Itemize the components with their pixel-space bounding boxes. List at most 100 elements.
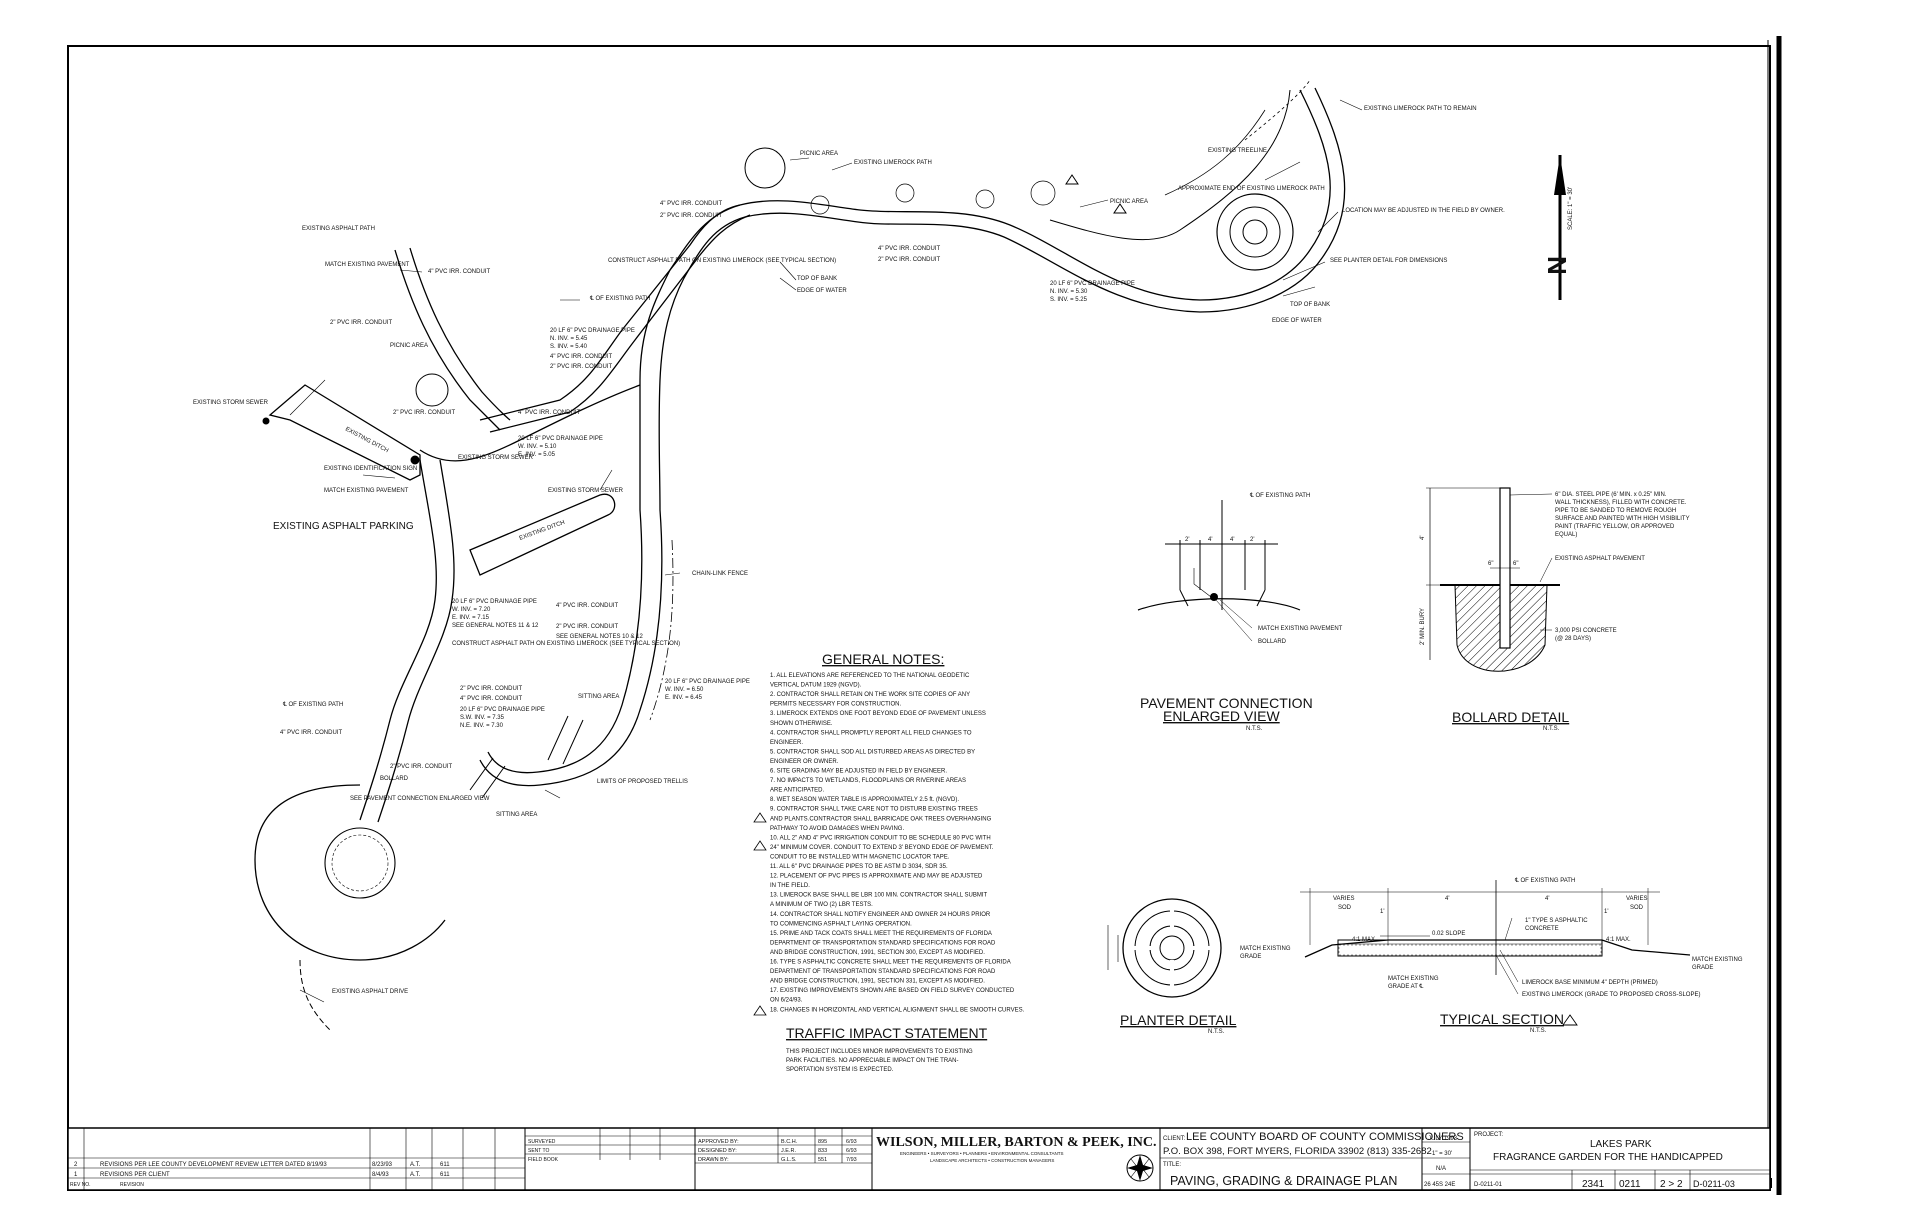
plan-label: 2" PVC IRR. CONDUIT bbox=[390, 764, 452, 770]
typical-dim: 4' bbox=[1445, 896, 1449, 902]
typical-existing-limerock: EXISTING LIMEROCK (GRADE TO PROPOSED CRO… bbox=[1522, 992, 1700, 998]
project-no: 0211 bbox=[1619, 1179, 1641, 1190]
plan-labels: EXISTING LIMEROCK PATH TO REMAIN EXISTIN… bbox=[193, 106, 1505, 995]
general-note-line: 14. CONTRACTOR SHALL NOTIFY ENGINEER AND… bbox=[770, 912, 991, 918]
plan-label: ℄ OF EXISTING PATH bbox=[589, 296, 650, 302]
plan-label: 4" PVC IRR. CONDUIT bbox=[460, 696, 522, 702]
plan-label: EXISTING LIMEROCK PATH TO REMAIN bbox=[1364, 106, 1477, 112]
traffic-impact: TRAFFIC IMPACT STATEMENT THIS PROJECT IN… bbox=[786, 1025, 988, 1073]
typical-title: TYPICAL SECTION bbox=[1440, 1011, 1564, 1027]
typical-asphalt-label: CONCRETE bbox=[1525, 926, 1559, 932]
general-note-line: PERMITS NECESSARY FOR CONSTRUCTION. bbox=[770, 702, 901, 708]
typical-nts: N.T.S. bbox=[1530, 1028, 1547, 1034]
general-note-line: AND BRIDGE CONSTRUCTION, 1991, SECTION 3… bbox=[770, 950, 985, 956]
general-note-line: PATHWAY TO AVOID DAMAGES WHEN PAVING. bbox=[770, 826, 904, 832]
general-note-line: 18. CHANGES IN HORIZONTAL AND VERTICAL A… bbox=[770, 1007, 1025, 1013]
general-note-line: AND BRIDGE CONSTRUCTION, 1991, SECTION 3… bbox=[770, 979, 985, 985]
plan-label: EXISTING STORM SEWER bbox=[458, 455, 534, 461]
traffic-line: SPORTATION SYSTEM IS EXPECTED. bbox=[786, 1067, 894, 1073]
pavement-bollard-label: BOLLARD bbox=[1258, 639, 1287, 645]
bollard-concrete-label: 3,000 PSI CONCRETE bbox=[1555, 628, 1617, 634]
approval-emp: 895 bbox=[818, 1139, 827, 1145]
bollard-title: BOLLARD DETAIL bbox=[1452, 709, 1569, 725]
general-note-line: TO COMMENCING ASPHALT LAYING OPERATION. bbox=[770, 921, 912, 927]
pavement-subtitle: ENLARGED VIEW bbox=[1163, 708, 1280, 724]
pavement-nts: N.T.S. bbox=[1246, 726, 1263, 732]
traffic-line: PARK FACILITIES. NO APPRECIABLE IMPACT O… bbox=[786, 1058, 959, 1064]
sheet-no: 2 > 2 bbox=[1660, 1179, 1683, 1190]
general-note-line: 1. ALL ELEVATIONS ARE REFERENCED TO THE … bbox=[770, 673, 970, 679]
activity-row: SENT TO bbox=[528, 1148, 550, 1154]
plan-label: 20 LF 6" PVC DRAINAGE PIPE bbox=[452, 599, 537, 605]
plan-label: E. INV. = 6.45 bbox=[665, 695, 703, 701]
firm-subtitle: LANDSCAPE ARCHITECTS • CONSTRUCTION MANA… bbox=[930, 1158, 1054, 1163]
project-name: LAKES PARK bbox=[1590, 1139, 1652, 1150]
pavement-connection-detail: ℄ OF EXISTING PATH 2' 4' 4' 2' MATCH EXI… bbox=[1137, 493, 1343, 732]
general-note-line: ARE ANTICIPATED. bbox=[770, 788, 824, 794]
revision-no: 2 bbox=[74, 1162, 78, 1168]
plan-label: LIMITS OF PROPOSED TRELLIS bbox=[597, 779, 688, 785]
traffic-line: THIS PROJECT INCLUDES MINOR IMPROVEMENTS… bbox=[786, 1049, 973, 1055]
typical-limerock-base: LIMEROCK BASE MINIMUM 4" DEPTH (PRIMED) bbox=[1522, 980, 1658, 986]
plan-label: E. INV. = 7.15 bbox=[452, 615, 490, 621]
project-label: PROJECT: bbox=[1474, 1132, 1503, 1138]
north-arrow: N SCALE: 1" = 30' bbox=[1542, 155, 1574, 300]
general-note-line: 4. CONTRACTOR SHALL PROMPTLY REPORT ALL … bbox=[770, 730, 972, 736]
plan-label: 20 LF 6" PVC DRAINAGE PIPE bbox=[665, 679, 750, 685]
traffic-impact-title: TRAFFIC IMPACT STATEMENT bbox=[786, 1025, 988, 1041]
bollard-pipe-label: EQUAL) bbox=[1555, 532, 1577, 538]
plan-label: CONSTRUCT ASPHALT PATH ON EXISTING LIMER… bbox=[608, 258, 836, 264]
bollard-dim: 2' MIN. BURY bbox=[1420, 608, 1426, 645]
plan-label: TOP OF BANK bbox=[1290, 302, 1330, 308]
plan-label: 4" PVC IRR. CONDUIT bbox=[660, 201, 722, 207]
plan-label: EXISTING ASPHALT PATH bbox=[302, 226, 375, 232]
plan-label: N. INV. = 5.30 bbox=[1050, 289, 1088, 295]
plan-label: 20 LF 6" PVC DRAINAGE PIPE bbox=[460, 707, 545, 713]
plan-label: LOCATION MAY BE ADJUSTED IN THE FIELD BY… bbox=[1342, 208, 1505, 214]
general-note-line: ON 6/24/93. bbox=[770, 998, 803, 1004]
plan-label: PICNIC AREA bbox=[390, 343, 428, 349]
firm-subtitle: ENGINEERS • SURVEYORS • PLANNERS • ENVIR… bbox=[900, 1151, 1064, 1156]
general-note-line: 8. WET SEASON WATER TABLE IS APPROXIMATE… bbox=[770, 797, 959, 803]
revision-no: 1 bbox=[74, 1172, 78, 1178]
plan-label: PICNIC AREA bbox=[800, 151, 838, 157]
sec-twp-rge: 26 45S 24E bbox=[1424, 1182, 1455, 1188]
plan-label: EXISTING STORM SEWER bbox=[193, 400, 269, 406]
bollard-dim: 6" bbox=[1488, 561, 1493, 567]
plan-label: EXISTING ASPHALT DRIVE bbox=[332, 989, 408, 995]
plan-label: 2" PVC IRR. CONDUIT bbox=[460, 686, 522, 692]
plan-label: W. INV. = 6.50 bbox=[665, 687, 704, 693]
approval-role: DRAWN BY: bbox=[698, 1157, 729, 1163]
general-notes: GENERAL NOTES: 1. ALL ELEVATIONS ARE REF… bbox=[753, 651, 1025, 1016]
revision-desc: REVISIONS PER CLIENT bbox=[100, 1172, 170, 1178]
revision-job: 611 bbox=[440, 1162, 450, 1168]
general-note-line: ENGINEER. bbox=[770, 740, 803, 746]
typical-center-grade: GRADE AT ℄ bbox=[1388, 984, 1423, 990]
general-note-line: 24" MINIMUM COVER. CONDUIT TO EXTEND 3' … bbox=[770, 845, 994, 851]
planter-detail bbox=[1107, 898, 1222, 998]
general-notes-title: GENERAL NOTES: bbox=[822, 651, 944, 667]
typical-sod: SOD bbox=[1338, 905, 1352, 911]
approval-initials: G.L.S. bbox=[781, 1157, 797, 1163]
wmbp-order: 2341 bbox=[1582, 1179, 1605, 1190]
plan-label: S. INV. = 5.25 bbox=[1050, 297, 1088, 303]
revision-date: 8/4/93 bbox=[372, 1172, 389, 1178]
plan-label: 2" PVC IRR. CONDUIT bbox=[393, 410, 455, 416]
general-note-line: IN THE FIELD. bbox=[770, 883, 810, 889]
general-note-line: 3. LIMEROCK EXTENDS ONE FOOT BEYOND EDGE… bbox=[770, 711, 986, 717]
revision-desc: REVISIONS PER LEE COUNTY DEVELOPMENT REV… bbox=[100, 1162, 327, 1168]
firm-logo-icon bbox=[1126, 1154, 1154, 1182]
typical-dim: VARIES bbox=[1626, 896, 1648, 902]
plan-label: SITTING AREA bbox=[578, 694, 619, 700]
general-note-line: 7. NO IMPACTS TO WETLANDS, FLOODPLAINS O… bbox=[770, 778, 966, 784]
title-label: TITLE: bbox=[1163, 1162, 1181, 1168]
planter-nts: N.T.S. bbox=[1208, 1029, 1225, 1035]
pavement-dim: 2' bbox=[1185, 537, 1189, 543]
vscale-value: N/A bbox=[1436, 1166, 1446, 1172]
plan-label: N. INV. = 5.45 bbox=[550, 336, 588, 342]
typical-sod: SOD bbox=[1630, 905, 1644, 911]
plan-label: 4" PVC IRR. CONDUIT bbox=[280, 730, 342, 736]
typical-right-grade: MATCH EXISTING bbox=[1692, 957, 1743, 963]
plan-label: 2" PVC IRR. CONDUIT bbox=[550, 364, 612, 370]
